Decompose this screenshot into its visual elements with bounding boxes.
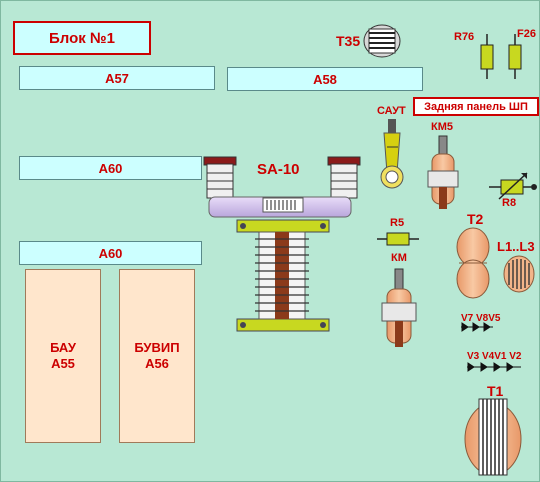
block-a58-label: А58 xyxy=(313,71,337,87)
label-r8: R8 xyxy=(502,197,517,209)
block-a60-bottom-label: А60 xyxy=(98,245,123,261)
label-v3-v4-v1-v2: V3 V4V1 V2 xyxy=(467,351,522,362)
block-a58[interactable]: А58 xyxy=(227,67,423,91)
switch-sa10[interactable] xyxy=(203,156,361,332)
label-km: КМ xyxy=(391,252,407,264)
rear-panel-label-text: Задняя панель ШП xyxy=(424,100,528,113)
fuse-f26[interactable] xyxy=(508,34,522,79)
block-title-text: Блок №1 xyxy=(48,29,115,47)
rear-panel-label: Задняя панель ШП xyxy=(413,97,539,116)
label-r5: R5 xyxy=(390,217,405,229)
label-sa10: SA-10 xyxy=(257,161,300,178)
block-buvip-name: БУВИП xyxy=(134,340,180,355)
label-t35: Т35 xyxy=(336,33,361,49)
label-l1-l3: L1..L3 xyxy=(497,239,535,254)
label-f26: F26 xyxy=(517,28,536,40)
diodes-v3-v4-v1-v2[interactable] xyxy=(467,362,521,372)
contactor-km[interactable] xyxy=(381,268,417,347)
label-saut: САУТ xyxy=(377,105,406,117)
inductors-l1-l3[interactable] xyxy=(503,255,535,293)
saut-unit[interactable] xyxy=(380,119,404,189)
block-a60-top-label: А60 xyxy=(98,160,123,176)
label-t2: Т2 xyxy=(467,211,484,227)
transformer-t35[interactable] xyxy=(363,24,401,58)
block-a57[interactable]: А57 xyxy=(19,66,215,90)
block-bau-code: А55 xyxy=(51,356,75,371)
label-t1: Т1 xyxy=(487,383,504,399)
block-buvip[interactable]: БУВИП А56 xyxy=(119,269,195,443)
transformer-t2[interactable] xyxy=(456,227,490,299)
transformer-t1[interactable] xyxy=(464,398,522,476)
block-a57-label: А57 xyxy=(105,70,129,86)
contactor-km5[interactable] xyxy=(427,135,459,209)
block-buvip-code: А56 xyxy=(145,356,169,371)
diodes-v7-v8-v5[interactable] xyxy=(461,322,493,332)
resistor-r5[interactable] xyxy=(377,232,419,246)
label-v7-v8-v5: V7 V8V5 xyxy=(461,313,501,324)
rheostat-r8[interactable] xyxy=(489,172,537,200)
block-bau[interactable]: БАУ А55 xyxy=(25,269,101,443)
label-r76: R76 xyxy=(454,31,475,43)
resistor-r76[interactable] xyxy=(480,34,494,79)
block-a60-bottom[interactable]: А60 xyxy=(19,241,202,265)
block-bau-name: БАУ xyxy=(50,340,76,355)
block-a60-top[interactable]: А60 xyxy=(19,156,202,180)
label-km5: КМ5 xyxy=(431,121,453,133)
block-title: Блок №1 xyxy=(13,21,151,55)
